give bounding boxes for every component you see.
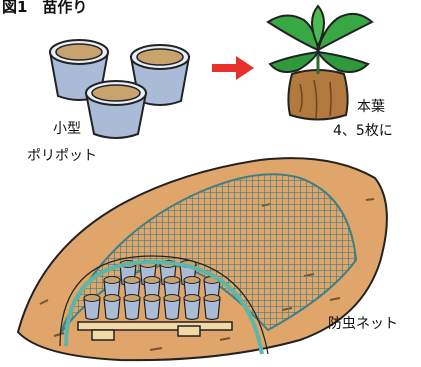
seedling-icon [266,4,374,121]
small-pot-icon [123,294,141,321]
pot-icon [48,39,110,101]
small-pot-icon [203,294,221,321]
small-pot-icon [143,294,161,321]
leaf-label-line1: 本葉 [357,99,385,115]
small-pot-group [48,39,191,139]
pot-label-line1: 小型 [53,121,81,137]
pot-label-line2: ポリポット [27,148,97,164]
leaf-label-line2: 4、5枚に [333,123,393,139]
pot-icon [84,80,148,139]
right-arrow-icon [212,56,254,80]
small-pot-icon [163,294,181,321]
hoop-arch [64,259,264,355]
net-label: 防虫ネット [328,316,398,332]
figure-title: 図1 苗作り [2,0,88,16]
small-pot-icon [103,294,121,321]
seedling-tray [77,321,233,341]
tray-pots [83,260,221,321]
small-pot-icon [83,294,101,321]
small-pot-icon [183,294,201,321]
